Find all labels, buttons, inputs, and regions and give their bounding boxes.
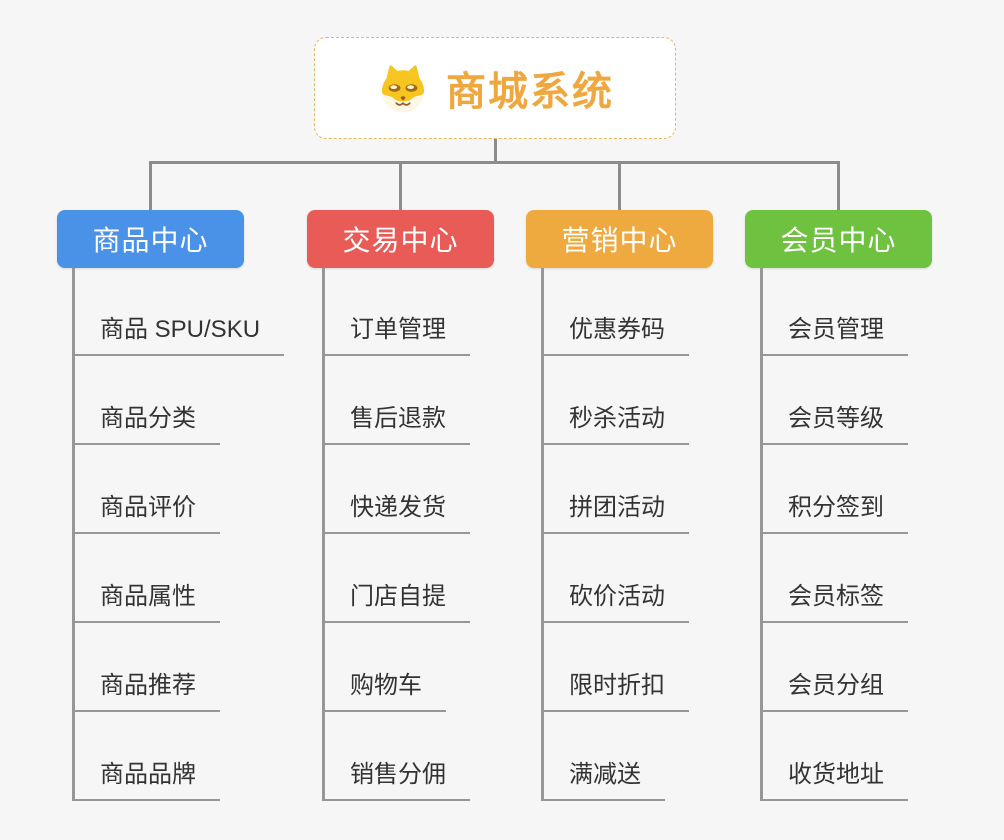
branch-header-marketing[interactable]: 营销中心 <box>526 210 713 268</box>
connector-branch-stub <box>618 163 621 210</box>
connector-branch-stub <box>837 163 840 210</box>
branch-label: 营销中心 <box>561 225 678 256</box>
topic-item[interactable]: 购物车 <box>322 670 446 712</box>
topic-item[interactable]: 快递发货 <box>322 492 470 534</box>
topic-item[interactable]: 满减送 <box>541 759 665 801</box>
topic-item[interactable]: 会员管理 <box>760 314 908 356</box>
branch-tree-trade: 订单管理 售后退款 快递发货 门店自提 购物车 销售分佣 <box>307 268 557 808</box>
topic-item[interactable]: 门店自提 <box>322 581 470 623</box>
connector-branch-stub <box>399 163 402 210</box>
topic-item[interactable]: 会员等级 <box>760 403 908 445</box>
root-title: 商城系统 <box>446 70 614 114</box>
branch-header-product[interactable]: 商品中心 <box>57 210 244 268</box>
topic-item[interactable]: 销售分佣 <box>322 759 470 801</box>
topic-item[interactable]: 商品属性 <box>72 581 220 623</box>
topic-item[interactable]: 会员分组 <box>760 670 908 712</box>
branch-tree-marketing: 优惠券码 秒杀活动 拼团活动 砍价活动 限时折扣 满减送 <box>526 268 776 808</box>
connector-branch-stub <box>149 163 152 210</box>
branch-label: 商品中心 <box>92 225 209 256</box>
topic-item[interactable]: 秒杀活动 <box>541 403 689 445</box>
topic-item[interactable]: 收货地址 <box>760 759 908 801</box>
topic-item[interactable]: 砍价活动 <box>541 581 689 623</box>
topic-item[interactable]: 限时折扣 <box>541 670 689 712</box>
branch-header-trade[interactable]: 交易中心 <box>307 210 494 268</box>
branch-label: 交易中心 <box>342 225 459 256</box>
connector-horizontal-bar <box>149 161 840 164</box>
dog-icon <box>381 65 425 113</box>
topic-item[interactable]: 商品品牌 <box>72 759 220 801</box>
connector-root-stub <box>494 139 497 162</box>
topic-item[interactable]: 会员标签 <box>760 581 908 623</box>
topic-item[interactable]: 售后退款 <box>322 403 470 445</box>
topic-item[interactable]: 订单管理 <box>322 314 470 356</box>
branch-label: 会员中心 <box>780 225 897 256</box>
topic-item[interactable]: 积分签到 <box>760 492 908 534</box>
root-topic[interactable]: 商城系统 <box>314 37 676 139</box>
topic-item[interactable]: 商品评价 <box>72 492 220 534</box>
topic-item[interactable]: 商品分类 <box>72 403 220 445</box>
topic-item[interactable]: 商品 SPU/SKU <box>72 314 285 356</box>
topic-item[interactable]: 优惠券码 <box>541 314 689 356</box>
branch-tree-product: 商品 SPU/SKU 商品分类 商品评价 商品属性 商品推荐 商品品牌 <box>57 268 307 808</box>
branch-header-member[interactable]: 会员中心 <box>745 210 932 268</box>
topic-item[interactable]: 商品推荐 <box>72 670 220 712</box>
topic-item[interactable]: 拼团活动 <box>541 492 689 534</box>
branch-tree-member: 会员管理 会员等级 积分签到 会员标签 会员分组 收货地址 <box>745 268 995 808</box>
